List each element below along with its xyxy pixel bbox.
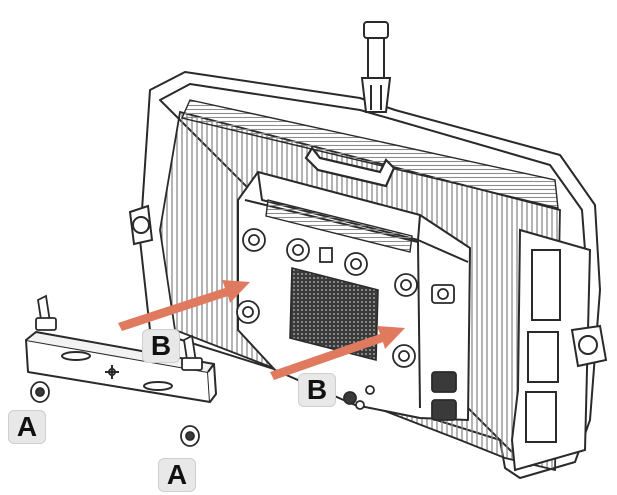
mounting-spigot	[360, 21, 392, 113]
arrow-b-upper	[118, 280, 250, 331]
callout-a-left: A	[8, 410, 46, 444]
callout-b-right: B	[298, 373, 336, 407]
top-vent	[181, 99, 559, 209]
callout-b-left: B	[142, 329, 180, 363]
left-knob	[128, 204, 154, 246]
bracket-screws	[30, 294, 203, 447]
connectors	[343, 284, 457, 421]
callout-a-right: A	[158, 458, 196, 492]
arrow-b-lower	[270, 326, 405, 380]
mesh-panel	[289, 266, 379, 362]
carry-handle	[304, 146, 396, 188]
control-box-vent	[265, 199, 413, 253]
mounting-points	[236, 228, 418, 368]
side-yoke-arm	[510, 228, 608, 472]
